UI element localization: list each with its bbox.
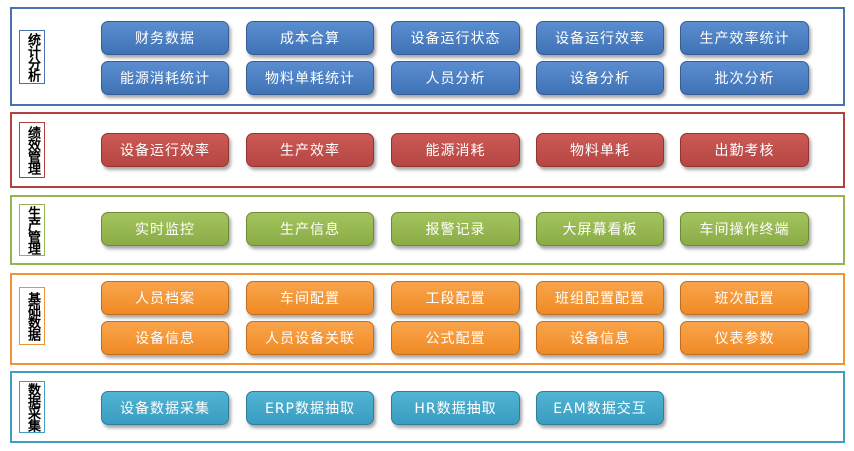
- btn-batch-analysis[interactable]: 批次分析: [680, 61, 809, 95]
- stats-label: 统计分析: [19, 30, 45, 84]
- btn-personnel-equipment-link[interactable]: 人员设备关联: [246, 321, 374, 355]
- btn-big-screen-board[interactable]: 大屏幕看板: [536, 212, 664, 246]
- btn-workshop-terminal[interactable]: 车间操作终端: [680, 212, 809, 246]
- btn-hr-extract[interactable]: HR数据抽取: [391, 391, 520, 425]
- btn-personnel-analysis[interactable]: 人员分析: [391, 61, 520, 95]
- btn-equipment-efficiency[interactable]: 设备运行效率: [536, 21, 664, 55]
- basic-data-label: 基础数据: [19, 287, 45, 345]
- production-label-text: 生产管理: [25, 206, 40, 254]
- btn-formula-config[interactable]: 公式配置: [391, 321, 520, 355]
- btn-cost-accounting[interactable]: 成本合算: [246, 21, 374, 55]
- btn-erp-extract[interactable]: ERP数据抽取: [246, 391, 374, 425]
- btn-equipment-info-2[interactable]: 设备信息: [536, 321, 664, 355]
- btn-equipment-info[interactable]: 设备信息: [101, 321, 229, 355]
- btn-perf-energy[interactable]: 能源消耗: [391, 133, 520, 167]
- btn-personnel-records[interactable]: 人员档案: [101, 281, 229, 315]
- stats-label-text: 统计分析: [25, 33, 40, 81]
- btn-perf-attendance[interactable]: 出勤考核: [680, 133, 809, 167]
- btn-workshop-config[interactable]: 车间配置: [246, 281, 374, 315]
- btn-production-efficiency-stats[interactable]: 生产效率统计: [680, 21, 809, 55]
- performance-label-text: 绩效管理: [25, 126, 40, 174]
- btn-material-stats[interactable]: 物料单耗统计: [246, 61, 374, 95]
- btn-production-info[interactable]: 生产信息: [246, 212, 374, 246]
- btn-energy-stats[interactable]: 能源消耗统计: [101, 61, 229, 95]
- performance-label: 绩效管理: [19, 122, 45, 178]
- btn-perf-material[interactable]: 物料单耗: [536, 133, 664, 167]
- btn-equipment-data-collection[interactable]: 设备数据采集: [101, 391, 229, 425]
- btn-perf-equipment-efficiency[interactable]: 设备运行效率: [101, 133, 229, 167]
- btn-perf-production-efficiency[interactable]: 生产效率: [246, 133, 374, 167]
- btn-equipment-analysis[interactable]: 设备分析: [536, 61, 664, 95]
- btn-financial-data[interactable]: 财务数据: [101, 21, 229, 55]
- btn-equipment-status[interactable]: 设备运行状态: [391, 21, 520, 55]
- data-collection-label-text: 数据采集: [25, 383, 40, 431]
- basic-data-label-text: 基础数据: [25, 292, 40, 340]
- btn-alarm-records[interactable]: 报警记录: [391, 212, 520, 246]
- btn-shift-config[interactable]: 班次配置: [680, 281, 809, 315]
- btn-meter-params[interactable]: 仪表参数: [680, 321, 809, 355]
- production-label: 生产管理: [19, 204, 45, 256]
- data-collection-label: 数据采集: [19, 381, 45, 433]
- btn-section-config[interactable]: 工段配置: [391, 281, 520, 315]
- btn-eam-exchange[interactable]: EAM数据交互: [536, 391, 664, 425]
- btn-team-config[interactable]: 班组配置配置: [536, 281, 664, 315]
- btn-realtime-monitor[interactable]: 实时监控: [101, 212, 229, 246]
